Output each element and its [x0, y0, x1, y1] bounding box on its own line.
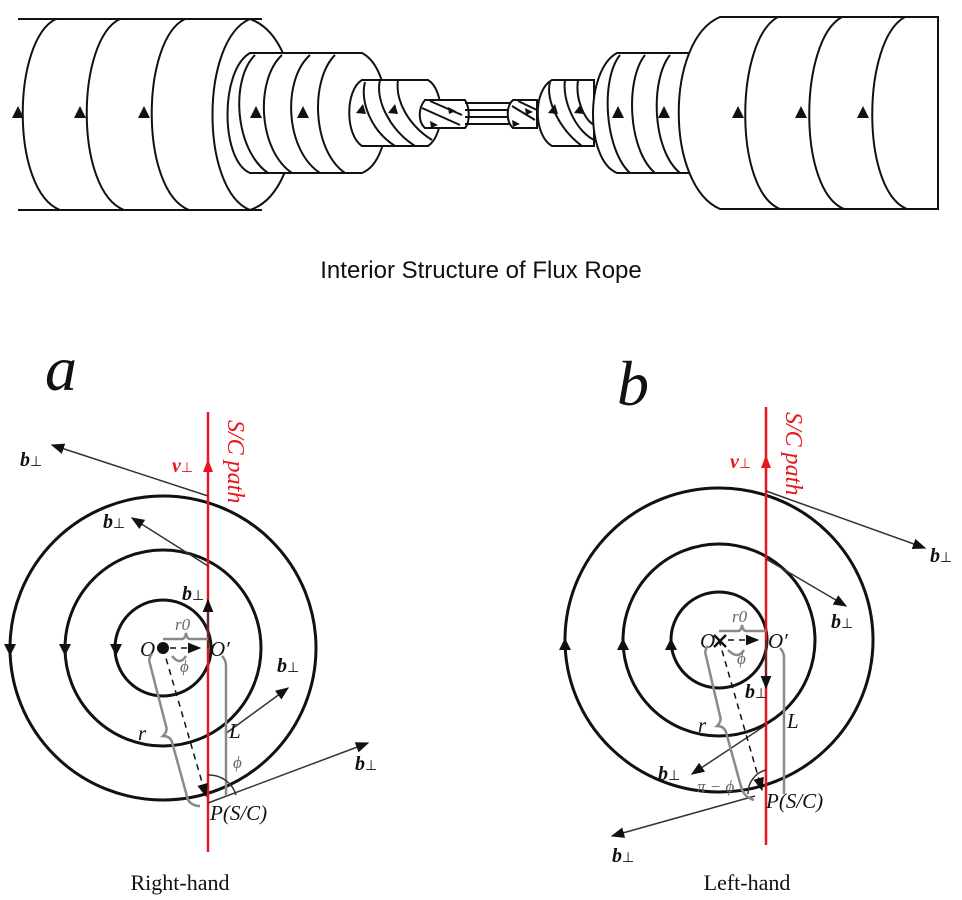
- field-vector-arrow: [207, 742, 370, 804]
- field-arrow-icon: [795, 106, 807, 118]
- field-arrow-icon: [138, 106, 150, 118]
- left-inner-cylinder: [348, 79, 442, 147]
- direction-arrow-icon: [665, 638, 677, 650]
- field-arrow-icon: [430, 121, 438, 128]
- panel-a: a v⊥ S/C path b⊥ b⊥ b⊥ b⊥ b⊥ O O′ r0 ϕ: [4, 333, 377, 895]
- phi-angle-arc: [727, 649, 746, 657]
- velocity-arrow-icon: [203, 459, 213, 472]
- right-inner-cylinder: [536, 79, 595, 147]
- handedness-label: Left-hand: [704, 870, 791, 895]
- field-vector-label: b⊥: [355, 753, 377, 775]
- spacecraft-path-label: S/C path: [780, 412, 806, 495]
- field-vector-label: b⊥: [103, 511, 125, 533]
- r-brace: [704, 645, 755, 802]
- field-arrow-icon: [548, 104, 558, 114]
- handedness-label: Right-hand: [131, 870, 230, 895]
- field-vector-label: b⊥: [277, 655, 299, 677]
- field-vector-label: b⊥: [20, 449, 42, 471]
- right-outer-cylinder: [677, 16, 939, 210]
- central-axis-strands: [465, 102, 510, 125]
- field-vector-arrow: [765, 490, 927, 549]
- field-vector-arrow: [224, 687, 290, 735]
- pi-minus-phi-arc: [747, 769, 767, 795]
- field-vector-arrow: [610, 795, 756, 838]
- field-vector-label: b⊥: [612, 845, 634, 867]
- radius-line: [162, 647, 208, 798]
- direction-arrow-icon: [110, 644, 122, 656]
- point-label: P(S/C): [209, 801, 267, 825]
- field-vector-arrow: [690, 724, 767, 775]
- r-brace: [148, 653, 201, 808]
- direction-arrow-icon: [59, 644, 71, 656]
- field-arrow-icon: [448, 107, 456, 114]
- field-arrow-icon: [297, 106, 309, 118]
- radius-line: [718, 639, 764, 792]
- direction-arrow-icon: [617, 638, 629, 650]
- phi-at-p-label: ϕ: [233, 753, 242, 772]
- field-vector-label: b⊥: [831, 611, 853, 633]
- field-vector-label: b⊥: [745, 681, 767, 703]
- pi-minus-phi-label: π − ϕ: [697, 777, 734, 796]
- field-arrow-icon: [525, 108, 533, 115]
- L-bracket: [779, 647, 786, 794]
- right-middle-cylinder: [592, 52, 691, 174]
- r0-brace: [163, 632, 208, 641]
- right-core-cylinder: [506, 99, 538, 129]
- top-caption: Interior Structure of Flux Rope: [320, 257, 641, 284]
- field-vector-arrow: [765, 558, 848, 607]
- field-vector-arrow: [130, 517, 209, 567]
- field-arrow-icon: [356, 104, 366, 114]
- field-arrow-icon: [12, 106, 24, 118]
- field-arrow-icon: [658, 106, 670, 118]
- r0-label: r0: [732, 607, 748, 626]
- panel-a-letter: a: [45, 333, 77, 404]
- velocity-arrow-icon: [761, 455, 771, 468]
- offset-center-label: O′: [210, 637, 230, 661]
- field-arrow-icon: [250, 106, 262, 118]
- field-arrow-icon: [857, 106, 869, 118]
- field-vector-arrow: [50, 443, 209, 497]
- r-label: r: [698, 713, 707, 737]
- r0-brace: [719, 624, 766, 633]
- field-arrow-icon: [612, 106, 624, 118]
- field-arrow-icon: [732, 106, 744, 118]
- center-label: O: [140, 637, 155, 661]
- phi-angle-arc-at-p: [207, 774, 237, 796]
- spacecraft-path-label: S/C path: [222, 420, 248, 503]
- field-vector-label: b⊥: [658, 763, 680, 785]
- left-core-cylinder: [418, 99, 470, 129]
- velocity-label: v⊥: [730, 451, 751, 473]
- field-arrow-icon: [574, 104, 584, 114]
- panel-b: b v⊥ S/C path b⊥ b⊥ b⊥ b⊥ b⊥ O O′ r0 ϕ: [559, 348, 952, 895]
- phi-angle-arc: [171, 655, 188, 663]
- phi-label: ϕ: [180, 657, 189, 676]
- L-bracket: [221, 655, 228, 796]
- left-middle-cylinder: [226, 52, 388, 174]
- r-label: r: [138, 721, 147, 745]
- L-label: L: [228, 719, 241, 743]
- field-arrow-icon: [512, 120, 520, 127]
- phi-label: ϕ: [737, 649, 746, 668]
- panel-b-letter: b: [617, 348, 649, 419]
- flux-rope-illustration: [12, 16, 939, 212]
- direction-arrow-icon: [559, 638, 571, 650]
- direction-arrow-icon: [4, 644, 16, 656]
- L-label: L: [786, 709, 799, 733]
- center-label: O: [700, 629, 715, 653]
- field-arrow-icon: [388, 104, 398, 114]
- offset-center-label: O′: [768, 629, 788, 653]
- point-label: P(S/C): [765, 789, 823, 813]
- field-vector-label: b⊥: [182, 583, 204, 605]
- field-arrow-icon: [74, 106, 86, 118]
- r0-label: r0: [175, 615, 191, 634]
- velocity-label: v⊥: [172, 455, 193, 477]
- field-vector-label: b⊥: [930, 545, 952, 567]
